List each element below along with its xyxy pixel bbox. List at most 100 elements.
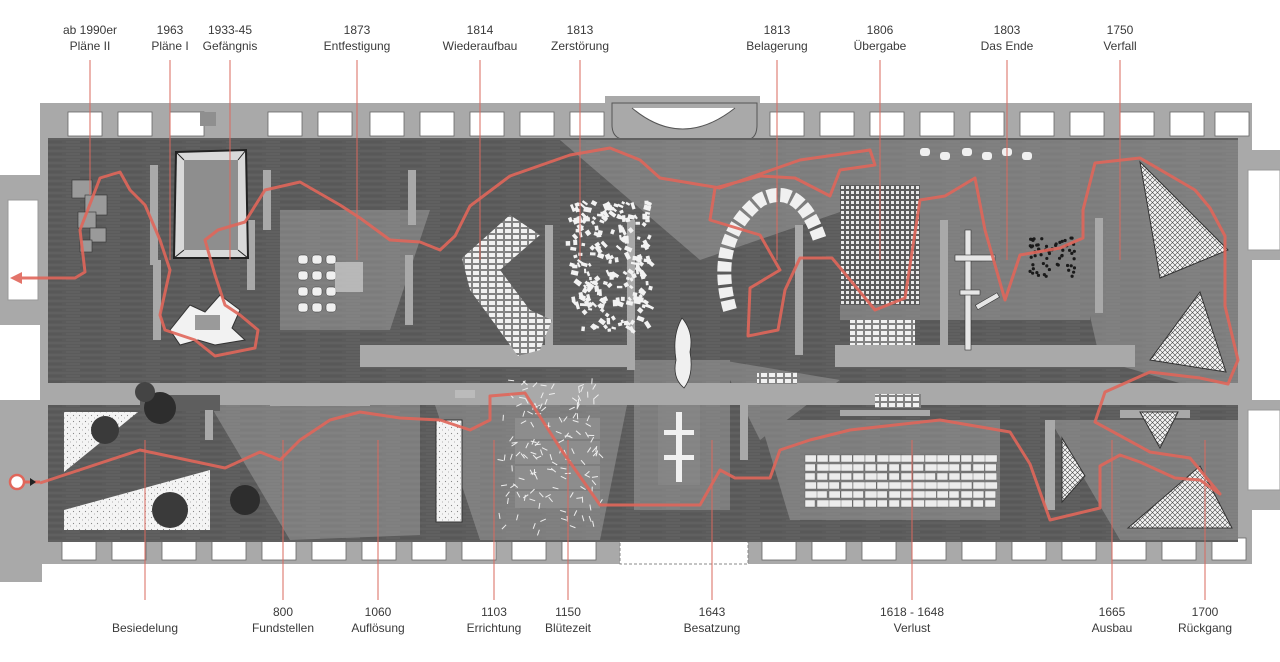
- foundation-column-exhibit: [435, 390, 600, 523]
- rubble-piece: [630, 202, 636, 210]
- window-niche: [469, 111, 505, 137]
- rubble-piece: [570, 269, 579, 276]
- tile-mark: [311, 270, 323, 281]
- loss-block: [876, 490, 888, 499]
- loss-block: [804, 454, 817, 463]
- label-name: Übergabe: [853, 39, 907, 53]
- window-niche: [419, 111, 455, 137]
- leader-lines-top: [89, 60, 1121, 260]
- end-mark: [940, 152, 950, 160]
- loss-block: [984, 499, 996, 508]
- rubble-piece: [590, 220, 596, 225]
- label-year: 1963: [156, 23, 184, 37]
- end-dot: [1060, 253, 1064, 258]
- rubble-piece: [630, 261, 637, 265]
- label-name: Pläne I: [151, 39, 189, 53]
- rubble-piece: [587, 262, 592, 267]
- rubble-piece: [622, 270, 628, 276]
- window-niche: [1019, 111, 1055, 137]
- label-year: 1803: [993, 23, 1021, 37]
- rubble-piece: [590, 200, 598, 207]
- end-dot: [1061, 248, 1065, 252]
- rubble-piece: [608, 259, 612, 264]
- interior-walls: [48, 165, 1238, 510]
- straw-mark: [539, 403, 543, 410]
- rubble-piece: [610, 315, 616, 321]
- expansion-stacks: [757, 372, 921, 408]
- rubble-piece: [604, 312, 610, 318]
- window-niche: [769, 111, 805, 137]
- rubble-piece: [618, 224, 622, 233]
- rubble-piece: [628, 325, 635, 333]
- rubble-piece: [588, 307, 593, 311]
- loss-block: [972, 481, 986, 490]
- loss-block: [864, 490, 878, 499]
- loss-block: [948, 463, 960, 472]
- rubble-piece: [611, 206, 618, 213]
- loss-block: [888, 454, 903, 463]
- end-dot: [1072, 270, 1076, 274]
- end-dot: [1072, 266, 1077, 270]
- entrance-marker: [8, 473, 40, 491]
- straw-mark: [538, 492, 544, 498]
- end-dot: [1044, 274, 1048, 278]
- loss-block: [804, 463, 816, 472]
- tile-mark: [325, 302, 337, 313]
- loss-block: [960, 472, 974, 481]
- loss-block: [912, 463, 924, 472]
- rubble-piece: [583, 268, 587, 274]
- end-mark: [920, 148, 930, 156]
- window-niche: [1119, 111, 1155, 137]
- straw-mark: [588, 515, 592, 522]
- window-niche: [819, 111, 855, 137]
- straw-mark: [540, 518, 547, 522]
- rubble-piece: [646, 303, 655, 310]
- straw-mark: [541, 406, 547, 412]
- label-year: ab 1990er: [62, 23, 118, 37]
- straw-mark: [522, 494, 529, 499]
- label-name: Pläne II: [69, 39, 111, 53]
- rubble-piece: [599, 297, 607, 305]
- straw-mark: [516, 514, 519, 521]
- straw-mark: [525, 442, 529, 449]
- straw-mark: [540, 449, 543, 456]
- loss-block: [816, 481, 829, 490]
- loss-block: [984, 472, 997, 481]
- rubble-piece: [581, 309, 588, 316]
- end-dot: [1072, 257, 1076, 261]
- straw-mark: [541, 447, 548, 451]
- loss-block: [828, 499, 843, 508]
- rubble-piece: [621, 201, 626, 205]
- straw-mark: [503, 454, 506, 461]
- straw-mark: [522, 410, 526, 417]
- rubble-piece: [589, 244, 596, 251]
- label-name: Wiederaufbau: [442, 39, 518, 53]
- straw-mark: [534, 402, 538, 409]
- loss-block: [960, 481, 973, 490]
- loss-block: [948, 454, 961, 463]
- loss-block: [840, 472, 852, 481]
- loss-block: [864, 499, 877, 508]
- loss-block: [972, 472, 985, 481]
- end-dot: [1070, 274, 1074, 278]
- straw-mark: [497, 458, 504, 462]
- rubble-piece: [620, 296, 625, 302]
- occupation-exhibit: [658, 317, 700, 485]
- loss-block: [888, 463, 900, 472]
- window-niche: [1169, 111, 1205, 137]
- straw-mark: [560, 475, 567, 480]
- rubble-piece: [627, 227, 634, 234]
- loss-block: [984, 481, 998, 490]
- straw-mark: [580, 459, 586, 466]
- rubble-piece: [569, 203, 576, 213]
- loss-block: [972, 490, 985, 499]
- rubble-piece: [573, 239, 578, 246]
- straw-mark: [511, 442, 517, 447]
- straw-mark: [532, 382, 538, 388]
- rubble-piece: [611, 326, 617, 330]
- prison-cell-exhibit: [172, 148, 250, 259]
